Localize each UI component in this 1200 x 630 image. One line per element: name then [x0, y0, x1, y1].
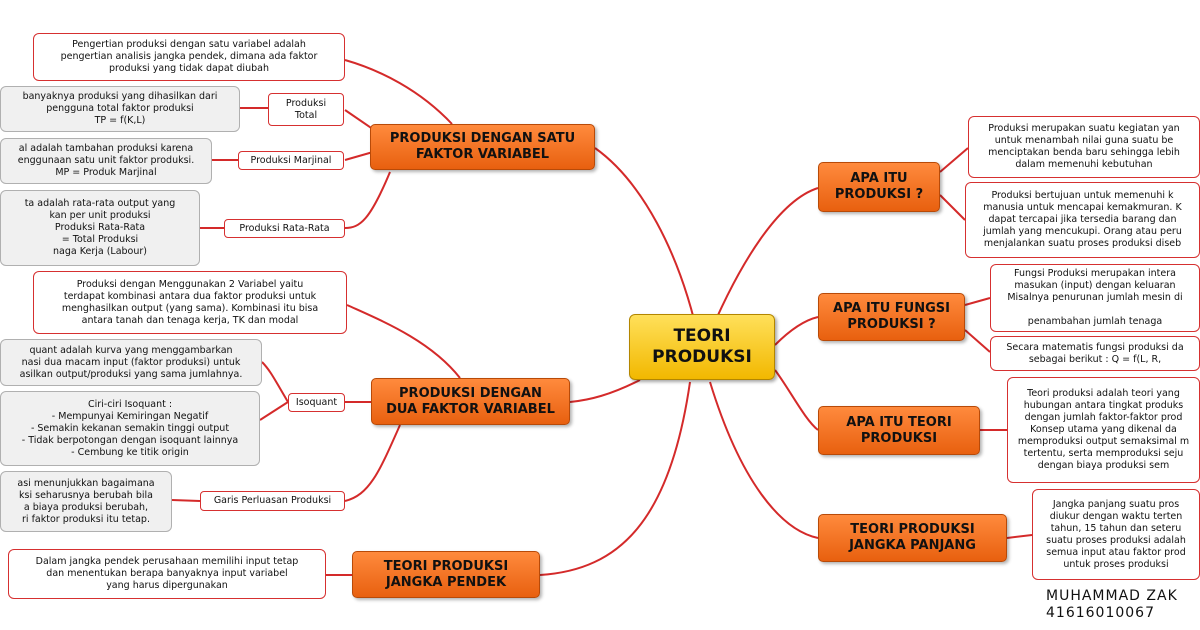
- topic-apa-itu-teori: APA ITU TEORI PRODUKSI: [818, 406, 980, 455]
- link-perluasan-note: [171, 499, 201, 502]
- topic-jangka-pendek: TEORI PRODUKSI JANGKA PENDEK: [352, 551, 540, 598]
- note-jangka-pendek: Dalam jangka pendek perusahaan memilihi …: [8, 549, 326, 599]
- link-fungsi-2: [964, 329, 991, 353]
- link-isoquant-def: [261, 361, 289, 403]
- branch-apa-itu-teori: [774, 369, 819, 431]
- label-produksi-marjinal: Produksi Marjinal: [238, 151, 344, 170]
- note-produksi-rata-rata: ta adalah rata-rata output yang kan per …: [0, 190, 200, 266]
- topic-apa-itu-produksi: APA ITU PRODUKSI ?: [818, 162, 940, 212]
- note-produksi-total: banyaknya produksi yang dihasilkan dari …: [0, 86, 240, 132]
- central-topic: TEORI PRODUKSI: [629, 314, 775, 380]
- topic-apa-itu-fungsi: APA ITU FUNGSI PRODUKSI ?: [818, 293, 965, 341]
- author-name: MUHAMMAD ZAK: [1046, 588, 1178, 604]
- link-produksi-2: [939, 194, 966, 221]
- note-pengertian-dua-variabel: Produksi dengan Menggunakan 2 Variabel y…: [33, 271, 347, 334]
- note-garis-perluasan: asi menunjukkan bagaimana ksi seharusnya…: [0, 471, 172, 532]
- note-produksi-tujuan: Produksi bertujuan untuk memenuhi k manu…: [965, 182, 1200, 258]
- branch-apa-itu-fungsi: [774, 316, 819, 346]
- note-isoquant-ciri: Ciri-ciri Isoquant : - Mempunyai Kemirin…: [0, 391, 260, 466]
- branch-jangka-pendek: [539, 381, 691, 576]
- author-block: MUHAMMAD ZAK 41616010067: [1046, 588, 1178, 622]
- note-jangka-panjang: Jangka panjang suatu pros diukur dengan …: [1032, 489, 1200, 580]
- author-id: 41616010067: [1046, 605, 1155, 621]
- label-produksi-total: Produksi Total: [268, 93, 344, 126]
- note-teori-produksi: Teori produksi adalah teori yang hubunga…: [1007, 377, 1200, 483]
- topic-satu-faktor-variabel: PRODUKSI DENGAN SATU FAKTOR VARIABEL: [370, 124, 595, 170]
- note-pengertian-satu-variabel: Pengertian produksi dengan satu variabel…: [33, 33, 345, 81]
- note-fungsi-matematis: Secara matematis fungsi produksi da seba…: [990, 336, 1200, 371]
- label-isoquant: Isoquant: [288, 393, 345, 412]
- link-panjang-note: [1006, 534, 1033, 539]
- branch-jangka-panjang: [709, 381, 819, 539]
- link-dua-pengertian: [346, 304, 461, 379]
- note-produksi-marjinal: al adalah tambahan produksi karena enggu…: [0, 138, 212, 184]
- label-produksi-rata-rata: Produksi Rata-Rata: [224, 219, 345, 238]
- link-satu-pengertian: [344, 59, 453, 125]
- link-dua-perluasan: [344, 424, 401, 502]
- label-garis-perluasan: Garis Perluasan Produksi: [200, 491, 345, 511]
- link-isoquant-ciri: [259, 401, 289, 421]
- topic-jangka-panjang: TEORI PRODUKSI JANGKA PANJANG: [818, 514, 1007, 562]
- link-satu-rata: [344, 171, 391, 229]
- note-isoquant-definisi: quant adalah kurva yang menggambarkan na…: [0, 339, 262, 386]
- note-produksi-pengertian: Produksi merupakan suatu kegiatan yan un…: [968, 116, 1200, 178]
- branch-satu-variabel: [594, 147, 701, 346]
- branch-dua-variabel: [569, 379, 641, 403]
- link-fungsi-1: [964, 297, 991, 306]
- topic-dua-faktor-variabel: PRODUKSI DENGAN DUA FAKTOR VARIABEL: [371, 378, 570, 425]
- note-fungsi-produksi: Fungsi Produksi merupakan intera masukan…: [990, 264, 1200, 332]
- link-produksi-1: [939, 147, 969, 173]
